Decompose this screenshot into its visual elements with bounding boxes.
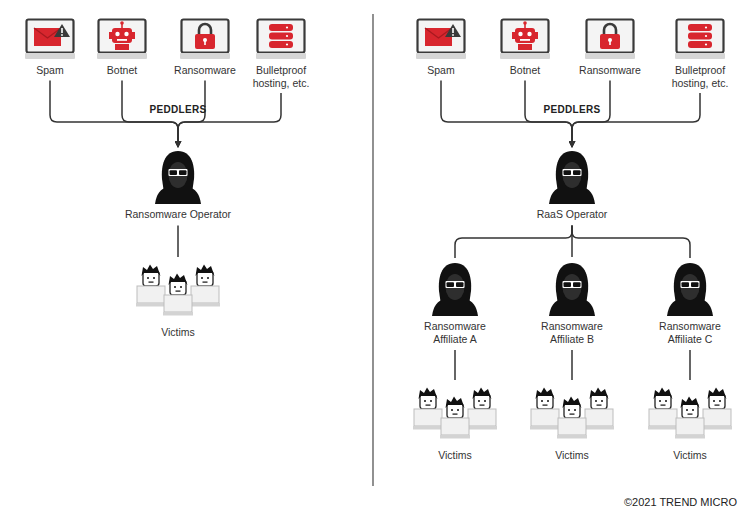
hood-figure <box>549 262 595 316</box>
hood-figure <box>549 150 595 204</box>
hood-glyph <box>667 263 713 316</box>
node-caption: Botnet <box>510 64 540 77</box>
vic-figure <box>524 385 620 441</box>
node-caption: Victims <box>161 326 195 339</box>
node-caption: Bulletproof hosting, etc. <box>663 64 737 89</box>
spam-glyph <box>416 20 466 60</box>
peddler-icon-node: Ransomware <box>174 18 236 77</box>
node-caption: Spam <box>36 64 63 77</box>
hood-figure <box>432 262 478 316</box>
victims-node: Victims <box>407 385 503 462</box>
connector-line <box>454 350 456 380</box>
vic-figure <box>642 385 738 441</box>
node-caption: Ransomware Affiliate B <box>535 320 609 345</box>
connector-line <box>572 226 690 259</box>
node-caption: Ransomware Affiliate A <box>418 320 492 345</box>
vic-figure <box>407 385 503 441</box>
actor-node: Ransomware Operator <box>125 150 231 221</box>
vic-glyph <box>413 388 497 439</box>
srv-figure <box>256 18 306 60</box>
vic-glyph <box>648 388 732 439</box>
srv-figure <box>675 18 725 60</box>
node-caption: Victims <box>555 449 589 462</box>
actor-node: Ransomware Affiliate C <box>653 262 727 345</box>
node-caption: Ransomware Affiliate C <box>653 320 727 345</box>
peddler-icon-node: Ransomware <box>579 18 641 77</box>
bot-glyph <box>97 20 147 60</box>
peddler-icon-node: Spam <box>416 18 466 77</box>
node-caption: Spam <box>427 64 454 77</box>
node-caption: Victims <box>673 449 707 462</box>
peddler-icon-node: Bulletproof hosting, etc. <box>663 18 737 89</box>
group-label: PEDDLERS <box>150 104 207 115</box>
node-caption: Victims <box>438 449 472 462</box>
connector-line <box>689 350 691 380</box>
srv-glyph <box>675 20 725 60</box>
copyright-note: ©2021 TREND MICRO <box>624 496 737 508</box>
hood-figure <box>155 150 201 204</box>
peddler-icon-node: Bulletproof hosting, etc. <box>244 18 318 89</box>
node-caption: RaaS Operator <box>537 208 608 221</box>
lock-figure <box>180 18 230 60</box>
spam-figure <box>416 18 466 60</box>
peddler-icon-node: Spam <box>25 18 75 77</box>
peddler-bracket-arrow <box>178 93 281 147</box>
connector-line <box>177 226 179 258</box>
node-caption: Ransomware <box>174 64 236 77</box>
victims-node: Victims <box>524 385 620 462</box>
peddler-bracket-arrow <box>572 93 700 147</box>
spam-figure <box>25 18 75 60</box>
spam-glyph <box>25 20 75 60</box>
node-caption: Ransomware Operator <box>125 208 231 221</box>
hood-glyph <box>432 263 478 316</box>
peddler-icon-node: Botnet <box>500 18 550 77</box>
victims-node: Victims <box>642 385 738 462</box>
bot-figure <box>97 18 147 60</box>
vic-glyph <box>136 265 220 316</box>
srv-glyph <box>256 20 306 60</box>
connector-line <box>455 226 572 259</box>
bot-glyph <box>500 20 550 60</box>
bot-figure <box>500 18 550 60</box>
actor-node: RaaS Operator <box>537 150 608 221</box>
lock-glyph <box>180 20 230 60</box>
hood-glyph <box>549 151 595 204</box>
hood-figure <box>667 262 713 316</box>
vic-glyph <box>530 388 614 439</box>
vic-figure <box>130 262 226 318</box>
node-caption: Bulletproof hosting, etc. <box>244 64 318 89</box>
node-caption: Botnet <box>107 64 137 77</box>
actor-node: Ransomware Affiliate A <box>418 262 492 345</box>
divider-line <box>372 14 373 486</box>
peddler-icon-node: Botnet <box>97 18 147 77</box>
lock-figure <box>585 18 635 60</box>
victims-node: Victims <box>130 262 226 339</box>
group-label: PEDDLERS <box>544 104 601 115</box>
actor-node: Ransomware Affiliate B <box>535 262 609 345</box>
hood-glyph <box>155 151 201 204</box>
hood-glyph <box>549 263 595 316</box>
lock-glyph <box>585 20 635 60</box>
connector-line <box>571 350 573 380</box>
node-caption: Ransomware <box>579 64 641 77</box>
